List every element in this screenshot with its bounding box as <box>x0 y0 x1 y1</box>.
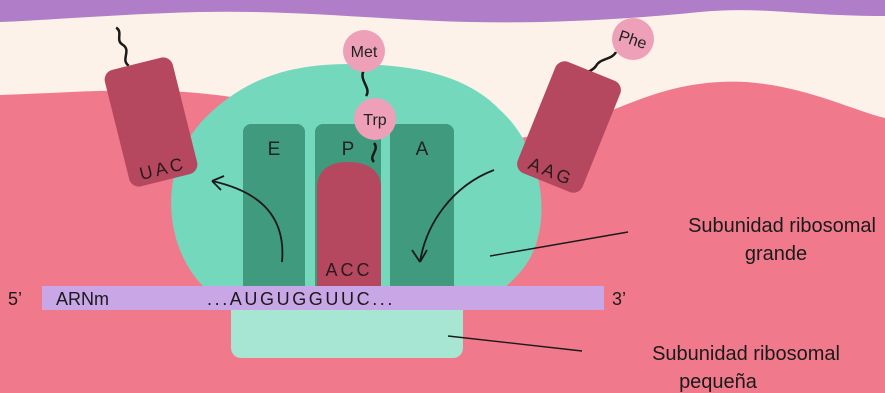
small-subunit-label-line1: Subunidad ribosomal <box>652 343 840 365</box>
a-site-label: A <box>416 139 429 160</box>
small-subunit-label-line2: pequeña <box>679 371 758 393</box>
p-trna-anticodon: ACC <box>325 260 372 280</box>
trp-amino-acid-label: Trp <box>363 112 387 129</box>
mrna-label: ARNm <box>56 289 109 309</box>
mrna-five-prime-label: 5’ <box>8 289 22 309</box>
p-site-label: P <box>342 139 355 160</box>
mrna-sequence: ...AUGUGGUUC... <box>207 289 395 309</box>
e-site-label: E <box>268 139 281 160</box>
large-subunit-label-line1: Subunidad ribosomal <box>688 215 876 237</box>
mrna-three-prime-label: 3’ <box>612 289 626 309</box>
large-subunit-label-line2: grande <box>745 243 807 265</box>
met-amino-acid-label: Met <box>351 44 378 61</box>
